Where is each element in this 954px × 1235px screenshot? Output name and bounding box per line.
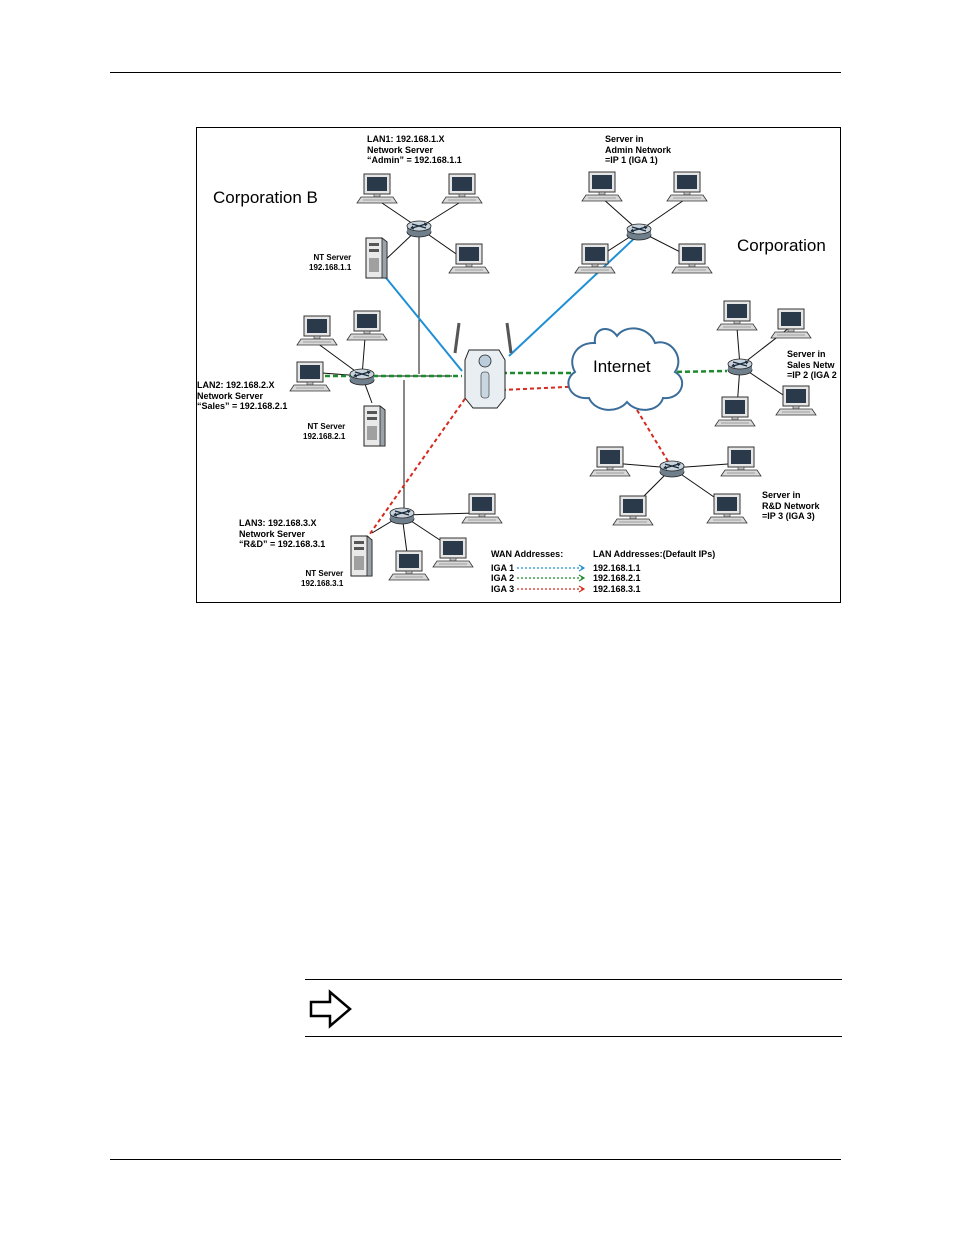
desktop-computer-icon <box>574 243 616 274</box>
legend-lan-iga1: 192.168.1.1 <box>593 563 641 573</box>
internet-label: Internet <box>593 357 651 376</box>
legend-lan-iga2: 192.168.2.1 <box>593 573 641 583</box>
network-diagram: Corporation B Corporation Internet LAN1:… <box>196 127 841 603</box>
desktop-computer-icon <box>581 171 623 202</box>
header-rule <box>110 72 841 73</box>
legend-wan-iga3: IGA 3 <box>491 584 515 594</box>
legend-lan-header: LAN Addresses:(Default IPs) <box>593 549 716 559</box>
legend-wan-header: WAN Addresses: <box>491 549 564 559</box>
desktop-computer-icon <box>706 493 748 524</box>
desktop-computer-icon <box>388 550 430 581</box>
corporation-b-label: Corporation B <box>213 188 318 207</box>
desktop-computer-icon <box>296 315 338 346</box>
nt-server-3-icon <box>350 535 373 577</box>
desktop-computer-icon <box>720 446 762 477</box>
diagram-canvas <box>289 171 817 593</box>
right-arrow-icon <box>309 989 352 1029</box>
wireless-router-icon <box>453 322 513 409</box>
lan3-switch-icon <box>389 507 415 525</box>
desktop-computer-icon <box>441 173 483 204</box>
desktop-computer-icon <box>589 446 631 477</box>
internet-cloud-icon <box>567 327 684 411</box>
desktop-computer-icon <box>432 537 474 568</box>
iga2-links <box>325 369 728 378</box>
legend-lan-iga3: 192.168.3.1 <box>593 584 641 594</box>
nt-server-1-icon <box>365 237 388 279</box>
desktop-computer-icon <box>666 171 708 202</box>
nt-server-2-icon <box>363 405 386 447</box>
iga1-links <box>377 233 640 372</box>
desktop-computer-icon <box>775 385 817 416</box>
admin-switch-icon <box>626 223 652 241</box>
desktop-computer-icon <box>448 243 490 274</box>
desktop-computer-icon <box>346 310 388 341</box>
legend-wan-iga2: IGA 2 <box>491 573 515 583</box>
desktop-computer-icon <box>714 396 756 427</box>
desktop-computer-icon <box>356 173 398 204</box>
legend-arrows <box>517 564 586 593</box>
desktop-computer-icon <box>671 243 713 274</box>
desktop-computer-icon <box>612 495 654 526</box>
note-box <box>305 979 842 1037</box>
desktop-computer-icon <box>461 493 503 524</box>
footer-rule <box>110 1159 841 1160</box>
desktop-computer-icon <box>289 361 331 392</box>
desktop-computer-icon <box>770 308 812 339</box>
sales-switch-icon <box>727 358 753 376</box>
legend-wan-iga1: IGA 1 <box>491 563 515 573</box>
lan2-switch-icon <box>349 368 375 386</box>
rd-switch-icon <box>659 460 685 478</box>
desktop-computer-icon <box>716 300 758 331</box>
corporation-label: Corporation <box>737 236 826 255</box>
lan1-switch-icon <box>406 220 432 238</box>
